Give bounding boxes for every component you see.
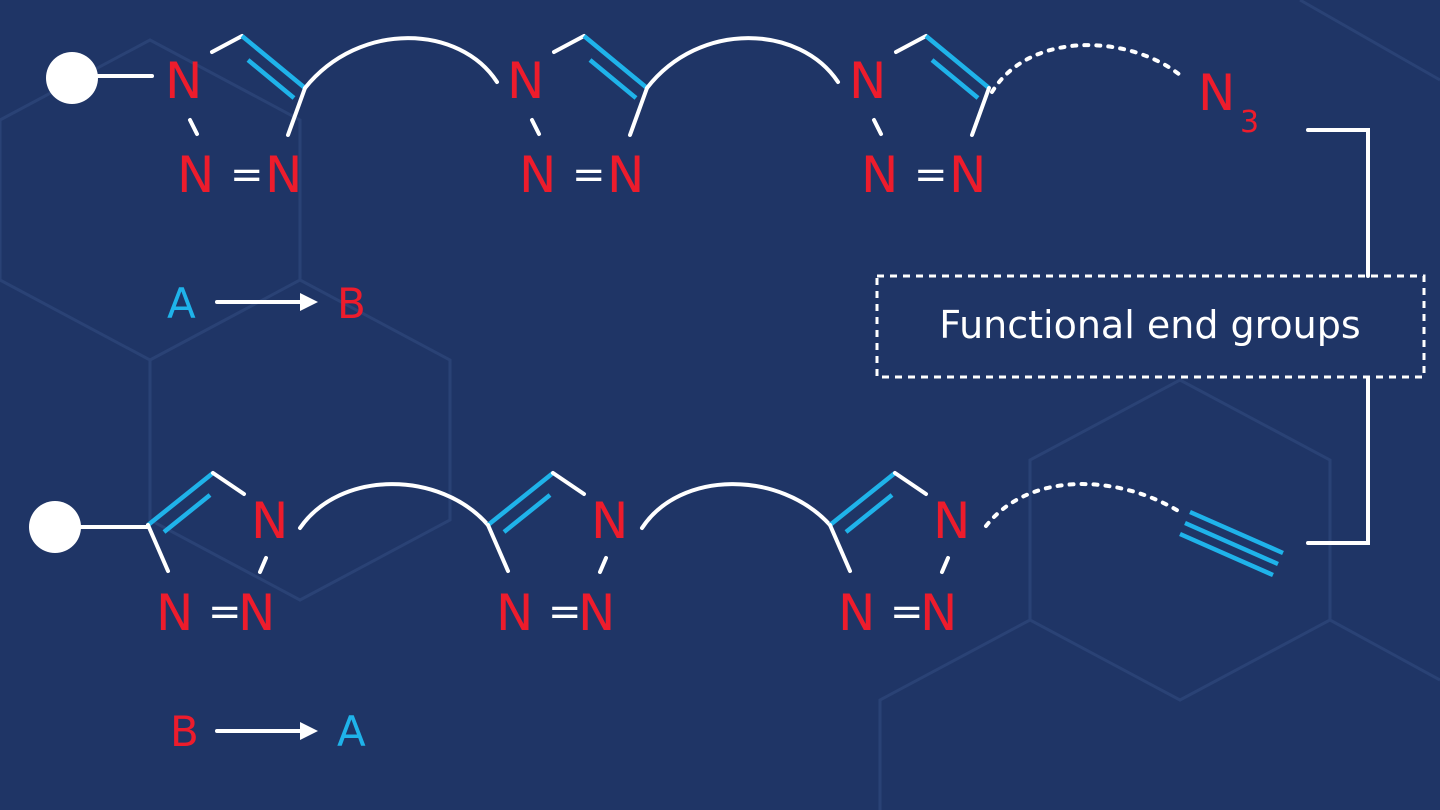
top-legend-arrow-head <box>300 293 318 311</box>
bottom-chain: N N = N N N = N N N = <box>29 471 1284 642</box>
top-chain: N N = N N N = N N N = <box>46 34 1259 204</box>
top-legend: A B <box>167 279 366 328</box>
bottom-linker-1 <box>298 482 490 530</box>
bottom-r1-double-bond: = <box>208 589 242 635</box>
top-r2-double-bond: = <box>572 152 606 198</box>
azide-n: N <box>1198 64 1235 122</box>
bottom-r3-n3: N <box>920 584 957 642</box>
top-triazole-3: N N = N <box>849 34 991 204</box>
bottom-legend-to: A <box>337 707 366 756</box>
top-r3-n2: N <box>861 146 898 204</box>
bottom-legend-from: B <box>170 707 199 756</box>
bottom-r3-n1: N <box>933 492 970 550</box>
bottom-r2-n3: N <box>578 584 615 642</box>
top-r1-double-bond: = <box>230 152 264 198</box>
bracket-bottom <box>1306 376 1370 545</box>
top-anchor-bead <box>46 52 98 104</box>
bottom-legend: B A <box>170 707 366 756</box>
bottom-r2-n1: N <box>591 492 628 550</box>
bottom-legend-arrow-head <box>300 722 318 740</box>
box-dashed-border <box>875 274 1426 379</box>
functional-end-groups-box: Functional end groups <box>875 274 1426 379</box>
top-r1-n2: N <box>177 146 214 204</box>
top-r3-n3: N <box>949 146 986 204</box>
bottom-r1-n1: N <box>251 492 288 550</box>
top-r2-n3: N <box>607 146 644 204</box>
bottom-triazole-1: N N = N <box>146 471 288 642</box>
top-linker-2 <box>645 36 840 90</box>
bottom-r2-n2: N <box>496 584 533 642</box>
bottom-dotted-tail <box>984 482 1182 528</box>
top-triazole-1: N N = N <box>165 34 307 204</box>
azide-subscript: 3 <box>1240 105 1259 140</box>
bracket-top <box>1306 128 1370 278</box>
box-label: Functional end groups <box>939 303 1360 347</box>
top-r3-n1: N <box>849 52 886 110</box>
end-group-bracket <box>1306 128 1370 545</box>
bottom-r1-n2: N <box>156 584 193 642</box>
top-r2-n2: N <box>519 146 556 204</box>
top-r3-double-bond: = <box>914 152 948 198</box>
azide-end-group: N 3 <box>1198 64 1259 140</box>
bottom-anchor-bead <box>29 501 81 553</box>
top-r1-n1: N <box>165 52 202 110</box>
bottom-r1-n3: N <box>238 584 275 642</box>
bottom-r3-double-bond: = <box>890 589 924 635</box>
top-legend-to: B <box>337 279 366 328</box>
top-legend-from: A <box>167 279 196 328</box>
bottom-linker-2 <box>640 482 832 530</box>
bottom-triazole-3: N N = N <box>828 471 970 642</box>
top-triazole-2: N N = N <box>507 34 649 204</box>
bottom-r3-n2: N <box>838 584 875 642</box>
top-linker-1 <box>303 36 499 90</box>
bottom-r2-double-bond: = <box>548 589 582 635</box>
top-r2-n1: N <box>507 52 544 110</box>
top-dotted-tail <box>990 43 1182 94</box>
top-r1-n3: N <box>265 146 302 204</box>
alkyne-end-group <box>1179 509 1284 578</box>
bottom-triazole-2: N N = N <box>486 471 628 642</box>
